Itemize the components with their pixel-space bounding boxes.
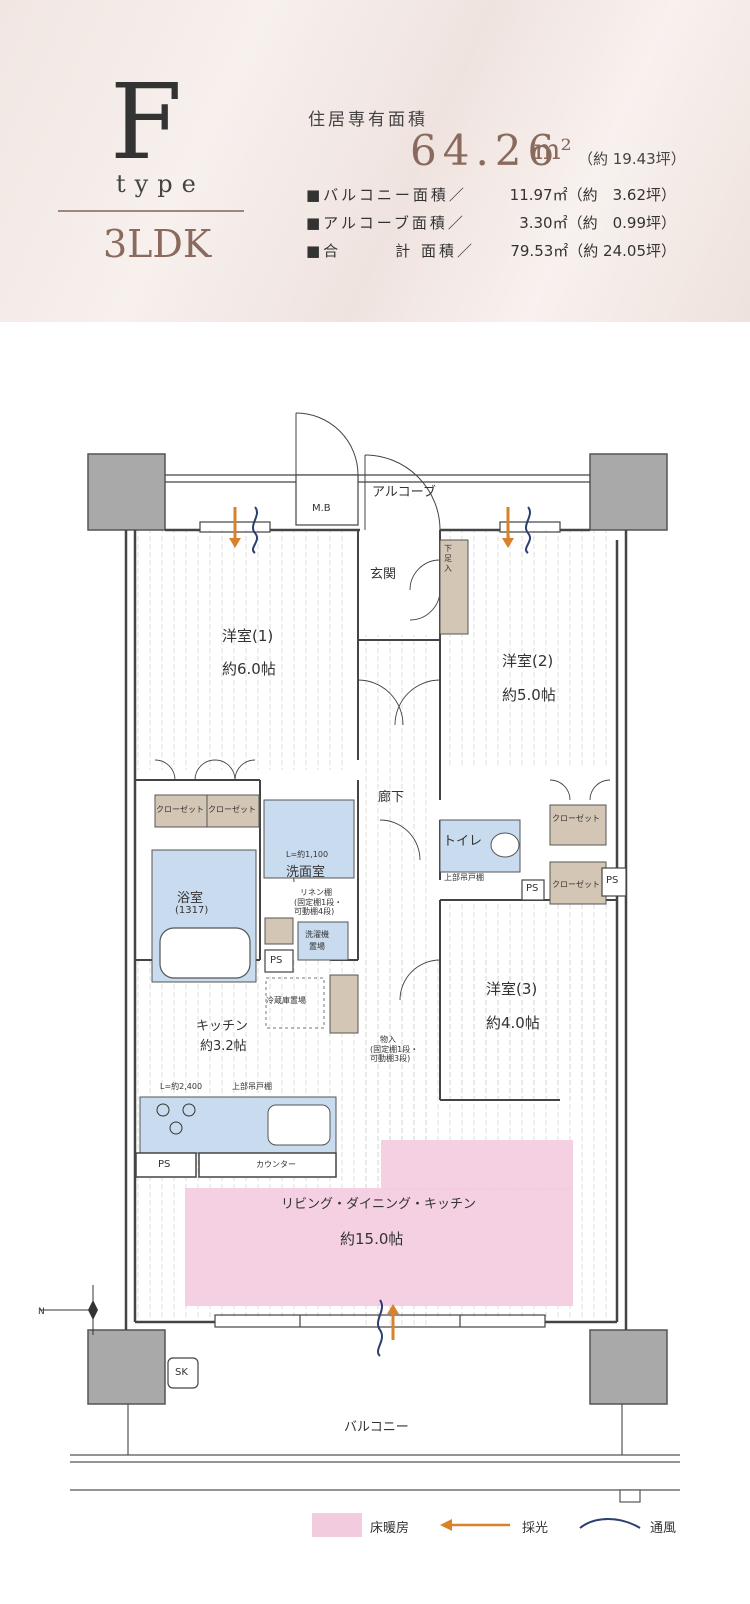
type-word: type bbox=[116, 170, 205, 198]
ventilation-waves bbox=[252, 506, 531, 1357]
legend-daylight: 採光 bbox=[522, 1521, 549, 1536]
label-kitchen-size: 約3.2帖 bbox=[200, 1039, 247, 1054]
area-row-label: ■バルコニー面積／ bbox=[306, 186, 467, 204]
type-letter: F bbox=[110, 61, 183, 183]
label-washer2: 置場 bbox=[309, 942, 325, 951]
sk-box bbox=[167, 1357, 199, 1389]
legend-floor-heating-swatch bbox=[312, 1513, 362, 1537]
area-value: 64.26 bbox=[410, 126, 561, 175]
legend-ventilation: 通風 bbox=[650, 1521, 677, 1536]
label-corridor: 廊下 bbox=[378, 790, 405, 805]
area-label: 住居専有面積 bbox=[308, 110, 428, 130]
label-ps-bath: PS bbox=[270, 955, 283, 966]
label-wash-width: L=約1,100 bbox=[286, 850, 329, 859]
kitchen-sink bbox=[267, 1104, 331, 1146]
area-tsubo: （約 19.43坪） bbox=[578, 150, 686, 168]
label-wash-name: 洗面室 bbox=[286, 865, 326, 880]
label-storage: 物入 bbox=[380, 1035, 396, 1044]
label-western2-size: 約5.0帖 bbox=[502, 686, 556, 704]
legend-floor-heating: 床暖房 bbox=[370, 1521, 410, 1536]
label-bath-size: (1317) bbox=[175, 905, 209, 916]
stove-burners bbox=[156, 1103, 196, 1135]
label-closet-1: クローゼット bbox=[156, 805, 204, 814]
label-linen-note1: (固定棚1段・ bbox=[294, 898, 343, 907]
entrance-door bbox=[295, 412, 441, 531]
label-western1-size: 約6.0帖 bbox=[222, 660, 276, 678]
label-kitchen-cabinet: 上部吊戸棚 bbox=[232, 1082, 272, 1091]
label-linen: リネン棚 bbox=[300, 888, 332, 897]
header-divider bbox=[58, 210, 244, 212]
area-row-label: ■合 計 面積／ bbox=[306, 242, 475, 260]
layout-name: 3LDK bbox=[103, 222, 212, 266]
label-linen-note2: 可動棚4段) bbox=[294, 907, 335, 916]
floor-western1 bbox=[136, 530, 351, 770]
label-counter: カウンター bbox=[256, 1160, 296, 1169]
header-banner: F type 3LDK 住居専有面積 64.26 m² （約 19.43坪） ■… bbox=[0, 0, 750, 322]
label-shoe-cabinet: 下足入 bbox=[444, 544, 452, 573]
legend-graphics bbox=[440, 1518, 641, 1531]
area-row-total: ■合 計 面積／ 79.53㎡（約 24.05坪） bbox=[306, 240, 676, 264]
kitchen-ps bbox=[135, 1152, 197, 1178]
area-unit: m² bbox=[534, 133, 572, 166]
label-balcony: バルコニー bbox=[344, 1420, 409, 1435]
kitchen-counter bbox=[198, 1152, 337, 1178]
toilet-bowl bbox=[490, 832, 520, 858]
floor-heating-zone-lower bbox=[185, 1188, 573, 1306]
area-row-value: 79.53㎡（約 24.05坪） bbox=[510, 242, 676, 260]
label-washer1: 洗濯機 bbox=[305, 930, 329, 939]
label-ldk-name: リビング・ダイニング・キッチン bbox=[281, 1197, 477, 1212]
compass-rose: N bbox=[38, 1285, 98, 1335]
area-row-value: 3.30㎡（約 0.99坪） bbox=[519, 214, 676, 232]
label-kitchen-name: キッチン bbox=[196, 1019, 249, 1034]
label-storage-note2: 可動棚3段) bbox=[370, 1054, 411, 1063]
label-western2-name: 洋室(2) bbox=[502, 652, 554, 670]
column-top-left bbox=[87, 453, 166, 531]
outer-walls bbox=[124, 528, 628, 1330]
label-alcove: アルコーブ bbox=[372, 485, 436, 500]
label-western3-size: 約4.0帖 bbox=[486, 1014, 540, 1032]
label-closet-4: クローゼット bbox=[552, 880, 600, 889]
label-western3-name: 洋室(3) bbox=[486, 980, 538, 998]
label-bath-name: 浴室 bbox=[177, 891, 204, 906]
column-bottom-left bbox=[87, 1329, 166, 1405]
label-sk: SK bbox=[175, 1367, 188, 1378]
area-row-alcove: ■アルコーブ面積／ 3.30㎡（約 0.99坪） bbox=[306, 212, 676, 236]
label-ldk-size: 約15.0帖 bbox=[340, 1230, 404, 1248]
area-row-value: 11.97㎡（約 3.62坪） bbox=[509, 186, 676, 204]
bathtub bbox=[159, 927, 251, 979]
label-closet-2: クローゼット bbox=[208, 805, 256, 814]
label-western1-name: 洋室(1) bbox=[222, 627, 274, 645]
label-toilet: トイレ bbox=[443, 834, 483, 849]
column-bottom-right bbox=[589, 1329, 668, 1405]
label-ps-closet: PS bbox=[606, 875, 619, 886]
label-fridge: 冷蔵庫置場 bbox=[266, 996, 306, 1005]
floor-heating-zone-upper bbox=[381, 1140, 573, 1190]
label-kitchen-width: L=約2,400 bbox=[160, 1082, 203, 1091]
daylight-arrows bbox=[229, 507, 514, 1340]
label-mb: M.B bbox=[312, 503, 331, 514]
label-ps-toilet: PS bbox=[526, 883, 539, 894]
label-ps-kitchen: PS bbox=[158, 1159, 171, 1170]
label-toilet-cabinet: 上部吊戸棚 bbox=[444, 873, 484, 882]
balcony-rails bbox=[70, 1404, 680, 1503]
floor-western2 bbox=[440, 530, 615, 765]
column-top-right bbox=[589, 453, 668, 531]
svg-text:N: N bbox=[38, 1307, 45, 1317]
ps-boxes bbox=[264, 867, 627, 973]
label-storage-note1: (固定棚1段・ bbox=[370, 1045, 419, 1054]
area-row-label: ■アルコーブ面積／ bbox=[306, 214, 466, 232]
alcove-outline bbox=[165, 474, 590, 526]
label-entrance: 玄関 bbox=[370, 567, 397, 582]
area-row-balcony: ■バルコニー面積／ 11.97㎡（約 3.62坪） bbox=[306, 184, 676, 208]
label-closet-3: クローゼット bbox=[552, 814, 600, 823]
